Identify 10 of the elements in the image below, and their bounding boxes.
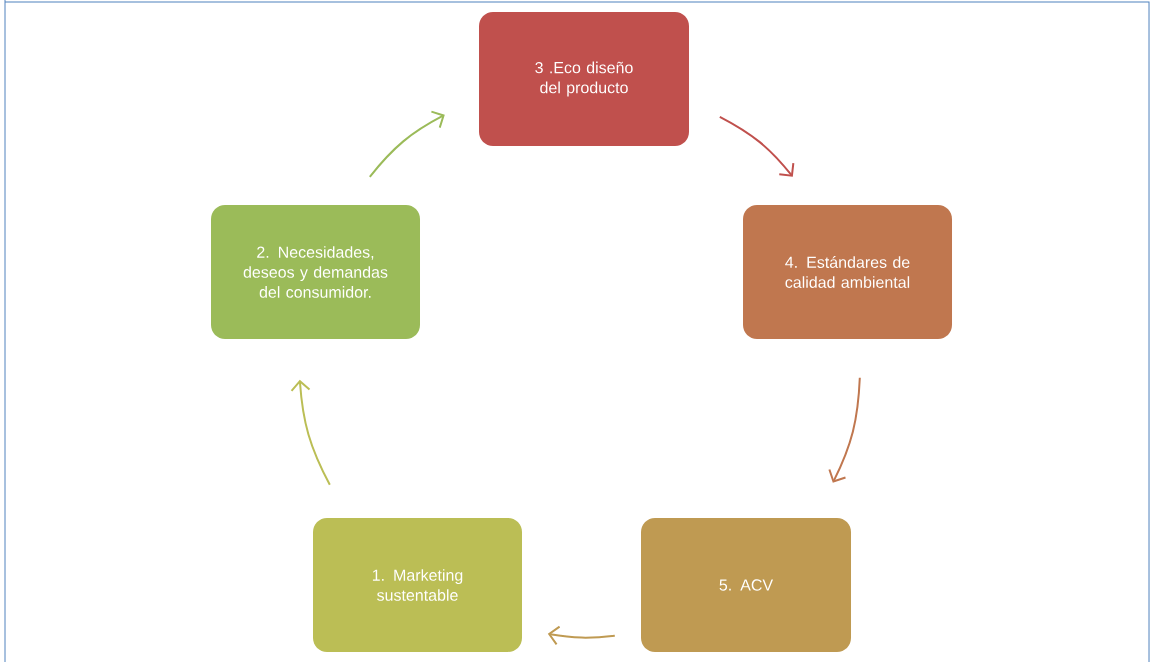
arrow — [368, 110, 445, 178]
process-box: 3 .Eco diseño del producto — [479, 12, 689, 146]
arrow — [547, 625, 616, 646]
process-box: 1. Marketing sustentable — [313, 518, 522, 652]
process-box: 4. Estándares de calidad ambiental — [743, 205, 952, 339]
arrow — [828, 376, 861, 483]
arrow — [290, 379, 331, 486]
arrow — [718, 115, 795, 177]
process-box: 2. Necesidades, deseos y demandas del consumidor. — [211, 205, 420, 339]
process-box: 5. ACV — [641, 518, 851, 652]
